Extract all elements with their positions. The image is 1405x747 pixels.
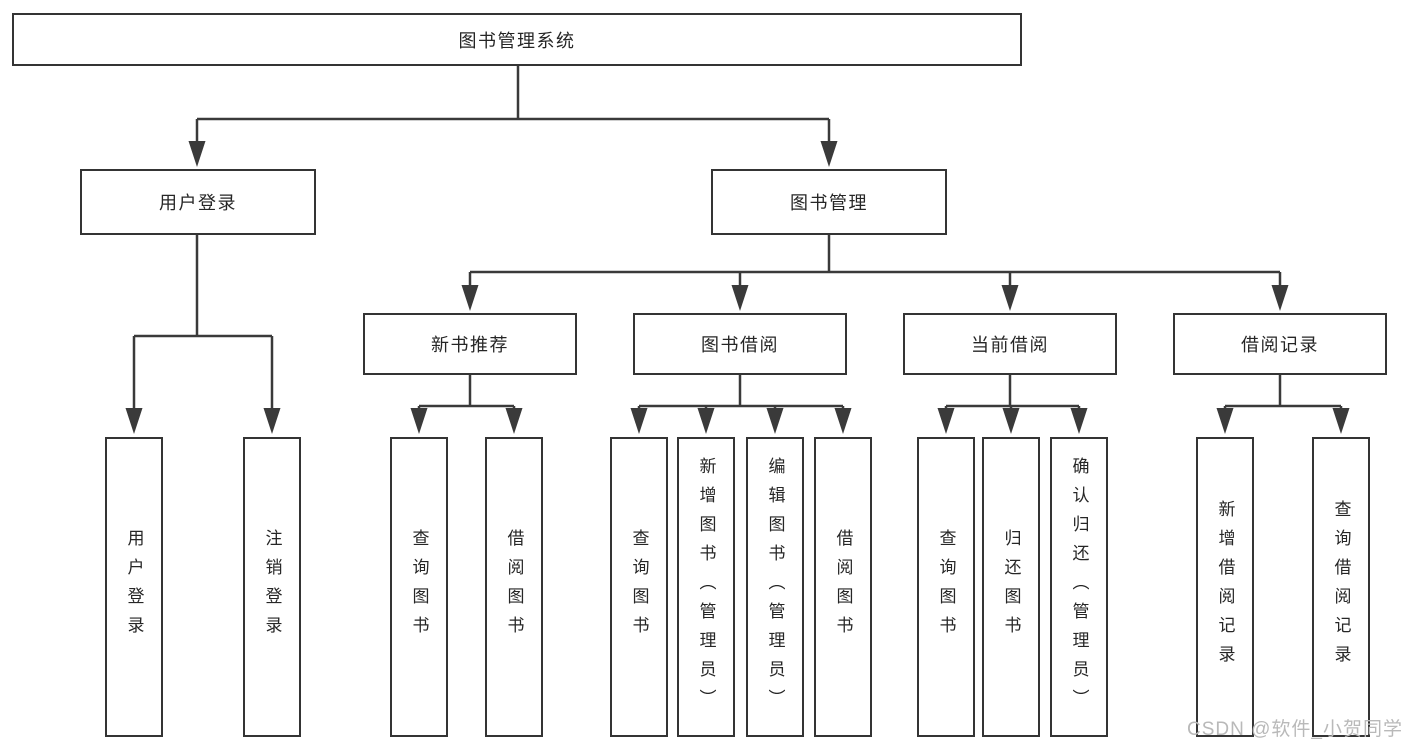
node-book-management-label: 图书管理 (790, 193, 868, 213)
leaf-records-add-record: 新增借阅记录 (1196, 437, 1254, 737)
leaf-current-return-books-label: 归还图书 (1001, 529, 1021, 645)
leaf-logout-label: 注销登录 (262, 529, 282, 645)
connector-borrow-records-children (1216, 375, 1350, 434)
leaf-borrow-borrow-books-label: 借阅图书 (833, 529, 853, 645)
node-borrow-records: 借阅记录 (1173, 313, 1387, 375)
node-new-book-recommend-label: 新书推荐 (431, 335, 509, 355)
connector-new-book-children (410, 375, 523, 434)
node-current-borrow-label: 当前借阅 (971, 335, 1049, 355)
node-root-system-label: 图书管理系统 (458, 30, 576, 51)
node-user-login-label: 用户登录 (159, 193, 237, 213)
node-book-borrow-label: 图书借阅 (701, 335, 779, 355)
leaf-borrow-edit-books-admin: 编辑图书（管理员） (746, 437, 804, 737)
leaf-borrow-add-books-admin: 新增图书（管理员） (677, 437, 735, 737)
node-current-borrow: 当前借阅 (903, 313, 1117, 375)
leaf-borrow-query-books-label: 查询图书 (629, 529, 649, 645)
leaf-borrow-query-books: 查询图书 (610, 437, 668, 737)
connector-root-to-level2 (188, 66, 838, 167)
leaf-newbook-query-books-label: 查询图书 (409, 529, 429, 645)
leaf-current-query-books: 查询图书 (917, 437, 975, 737)
leaf-records-add-record-label: 新增借阅记录 (1215, 500, 1235, 674)
leaf-newbook-query-books: 查询图书 (390, 437, 448, 737)
leaf-current-return-books: 归还图书 (982, 437, 1040, 737)
leaf-records-query-record: 查询借阅记录 (1312, 437, 1370, 737)
connector-book-mgmt-children (461, 235, 1289, 311)
connector-book-borrow-children (630, 375, 852, 434)
leaf-logout: 注销登录 (243, 437, 301, 737)
node-new-book-recommend: 新书推荐 (363, 313, 577, 375)
node-book-management: 图书管理 (711, 169, 947, 235)
node-user-login: 用户登录 (80, 169, 316, 235)
csdn-watermark: CSDN @软件_小贺同学 (1187, 719, 1403, 740)
leaf-current-confirm-return-admin: 确认归还（管理员） (1050, 437, 1108, 737)
node-borrow-records-label: 借阅记录 (1241, 335, 1319, 355)
leaf-borrow-edit-books-admin-label: 编辑图书（管理员） (765, 456, 785, 718)
leaf-borrow-borrow-books: 借阅图书 (814, 437, 872, 737)
node-book-borrow: 图书借阅 (633, 313, 847, 375)
leaf-borrow-add-books-admin-label: 新增图书（管理员） (696, 456, 716, 718)
leaf-records-query-record-label: 查询借阅记录 (1331, 500, 1351, 674)
node-root-system: 图书管理系统 (12, 13, 1022, 66)
leaf-user-login: 用户登录 (105, 437, 163, 737)
connector-current-borrow-children (937, 375, 1088, 434)
leaf-user-login-label: 用户登录 (124, 529, 144, 645)
leaf-current-query-books-label: 查询图书 (936, 529, 956, 645)
leaf-current-confirm-return-admin-label: 确认归还（管理员） (1069, 456, 1089, 718)
connector-user-login-children (125, 235, 281, 434)
leaf-newbook-borrow-books: 借阅图书 (485, 437, 543, 737)
leaf-newbook-borrow-books-label: 借阅图书 (504, 529, 524, 645)
